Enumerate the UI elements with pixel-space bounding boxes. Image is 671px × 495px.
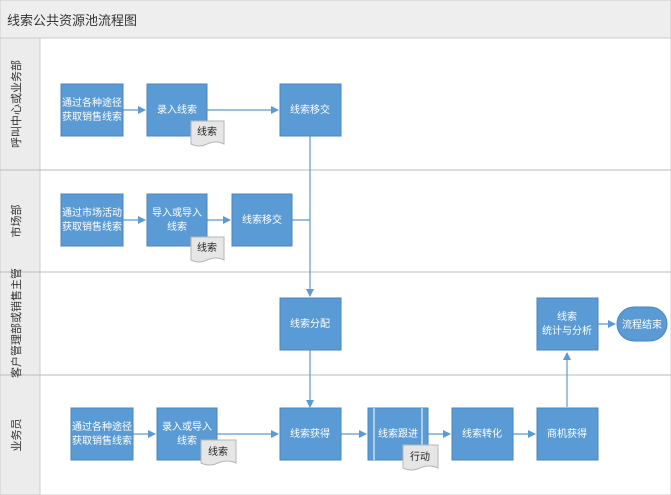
node-n4-line2: 获取销售线索 [62, 220, 122, 233]
node-n4-line1: 通过市场活动 [62, 206, 122, 219]
node-n11-line1: 录入或导入 [162, 421, 212, 433]
node-n14-line1: 线索转化 [462, 427, 502, 440]
node-n15: 商机获得 [536, 407, 599, 461]
connectors [123, 106, 616, 438]
node-n9: 流程结束 [616, 306, 668, 342]
node-n7-line1: 线索分配 [290, 317, 330, 330]
node-n13-line1: 线索跟进 [378, 427, 418, 440]
node-n5-line2: 线索 [167, 220, 187, 233]
node-n12-line1: 线索获得 [290, 427, 330, 440]
lane-label-call-center: 呼叫中心或业务部 [9, 60, 23, 148]
lane-label-marketing: 市场部 [9, 205, 23, 238]
nodes: 通过各种途径 获取销售线索 录入线索 线索移交 通过市场活动 获取销售线索 导入… [60, 83, 668, 461]
doc-d2-label: 线索 [197, 241, 217, 254]
node-n8-line2: 统计与分析 [542, 324, 592, 337]
node-n7: 线索分配 [279, 297, 342, 351]
doc-d2: 线索 [190, 236, 225, 263]
doc-d3: 线索 [200, 439, 237, 466]
node-n9-line1: 流程结束 [622, 318, 662, 331]
node-n15-line1: 商机获得 [547, 427, 587, 440]
doc-d4-label: 行动 [410, 450, 430, 463]
node-n10-line1: 通过各种途径 [72, 420, 132, 433]
node-n2-line1: 录入线索 [157, 103, 197, 116]
node-n1-line2: 获取销售线索 [62, 110, 122, 123]
node-n8: 线索 统计与分析 [536, 297, 599, 351]
diagram-title: 线索公共资源池流程图 [7, 14, 137, 29]
node-n3: 线索移交 [279, 83, 342, 137]
node-n12: 线索获得 [279, 407, 342, 461]
docs: 线索 线索 线索 行动 [190, 120, 439, 471]
node-n14: 线索转化 [451, 407, 514, 461]
lane-label-customer-mgmt: 客户管理部或销售主管 [9, 268, 23, 378]
node-n1-line1: 通过各种途径 [62, 96, 122, 109]
lane-header-column [0, 37, 41, 495]
doc-d1: 线索 [190, 120, 225, 147]
doc-d4: 行动 [402, 444, 439, 471]
node-n5-line1: 导入或导入 [152, 207, 202, 219]
node-n4: 通过市场活动 获取销售线索 [60, 193, 124, 247]
node-n11-line2: 线索 [177, 434, 197, 447]
node-n6-line1: 线索移交 [242, 213, 282, 226]
node-n8-line1: 线索 [557, 310, 577, 323]
lane-labels: 呼叫中心或业务部 市场部 客户管理部或销售主管 业务员 [9, 60, 23, 452]
node-n6: 线索移交 [231, 193, 293, 247]
doc-d1-label: 线索 [197, 125, 217, 138]
node-n10: 通过各种途径 获取销售线索 [70, 407, 134, 461]
node-n10-line2: 获取销售线索 [72, 434, 132, 447]
node-n1: 通过各种途径 获取销售线索 [60, 83, 124, 137]
node-n3-line1: 线索移交 [290, 103, 330, 116]
lane-label-salesperson: 业务员 [10, 419, 23, 452]
doc-d3-label: 线索 [208, 445, 228, 458]
